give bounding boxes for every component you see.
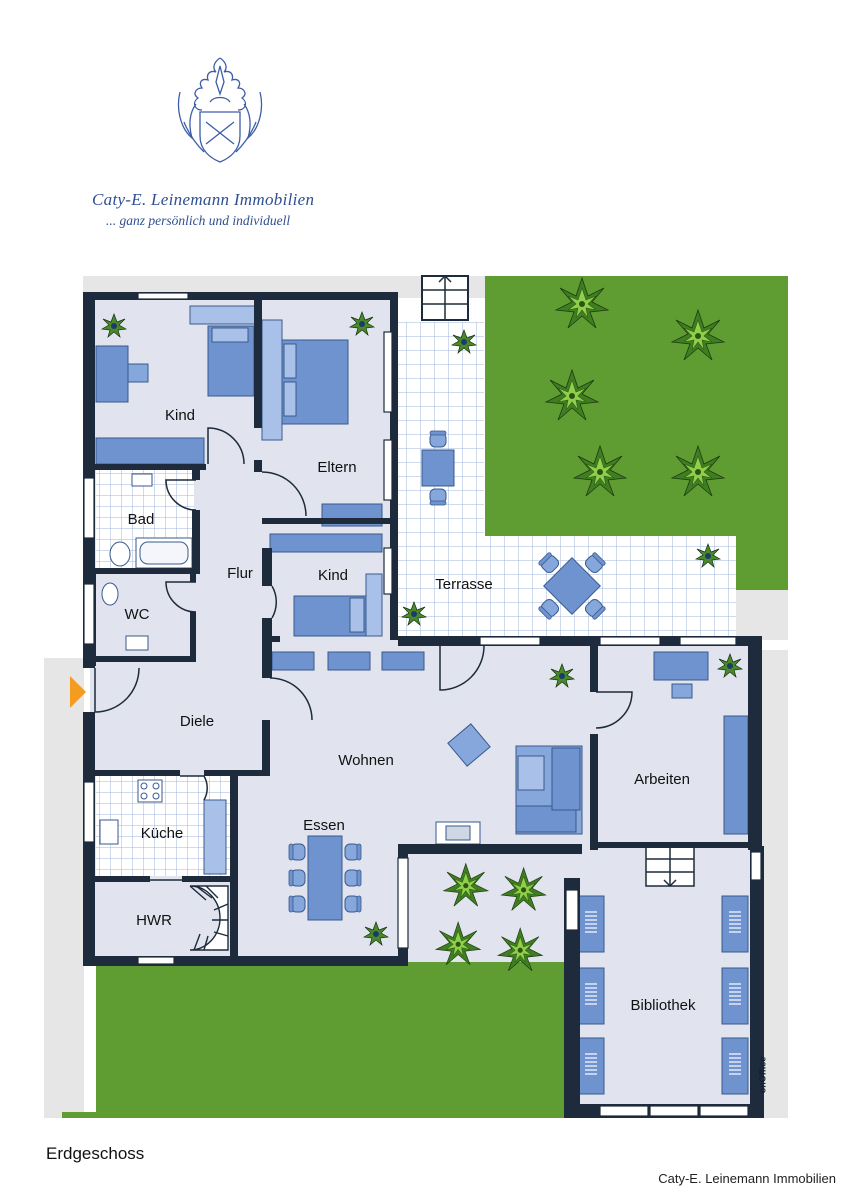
windows [83,292,762,1117]
doors [94,427,633,881]
floor-title: Erdgeschoss [46,1144,145,1163]
spiral-stairs [189,885,229,951]
room-label-bibliothek: Bibliothek [630,997,696,1014]
room-label-bad: Bad [127,511,155,528]
room-label-wc: WC [124,606,150,623]
furniture-wohnen [271,651,583,845]
paving-east [736,590,788,640]
room-label-terrasse: Terrasse [435,576,493,593]
furniture-arbeiten [653,651,749,835]
furniture-terrace [421,430,607,621]
onoffice-watermark: onOffice [757,1056,768,1094]
lawn-edge [62,1112,96,1118]
coat-of-arms-logo [170,52,270,170]
furniture-essen [288,835,362,921]
room-label-essen: Essen [303,817,345,834]
room-label-eltern: Eltern [317,459,357,476]
entrance-arrow-icon [70,676,86,708]
terrace-tiles [398,322,736,636]
brand-name: Caty-E. Leinemann Immobilien [92,190,315,209]
furniture-kueche [99,779,227,875]
lawn-south [96,962,571,1118]
room-label-hwr: HWR [136,912,172,929]
lawn-northeast [485,276,788,536]
room-label-kueche: Küche [140,825,184,842]
room-label-kind-top: Kind [164,407,196,424]
furniture-wc [101,582,149,651]
room-label-wohnen: Wohnen [338,752,394,769]
lawn-east-strip [736,530,788,590]
coat-of-arms-icon [177,57,263,163]
brand-tagline: ... ganz persönlich und individuell [106,213,291,228]
room-label-flur: Flur [227,565,253,582]
steps-north [421,274,469,321]
paving-west [44,658,84,1118]
room-label-kind-mid: Kind [317,567,349,584]
steps-library [645,845,695,888]
furniture-bad [109,473,193,569]
furniture-kind-top [95,305,257,465]
furniture-kind-mid [269,533,383,637]
room-label-arbeiten: Arbeiten [634,771,690,788]
footer-brand: Caty-E. Leinemann Immobilien [658,1171,836,1186]
room-label-diele: Diele [179,713,215,730]
